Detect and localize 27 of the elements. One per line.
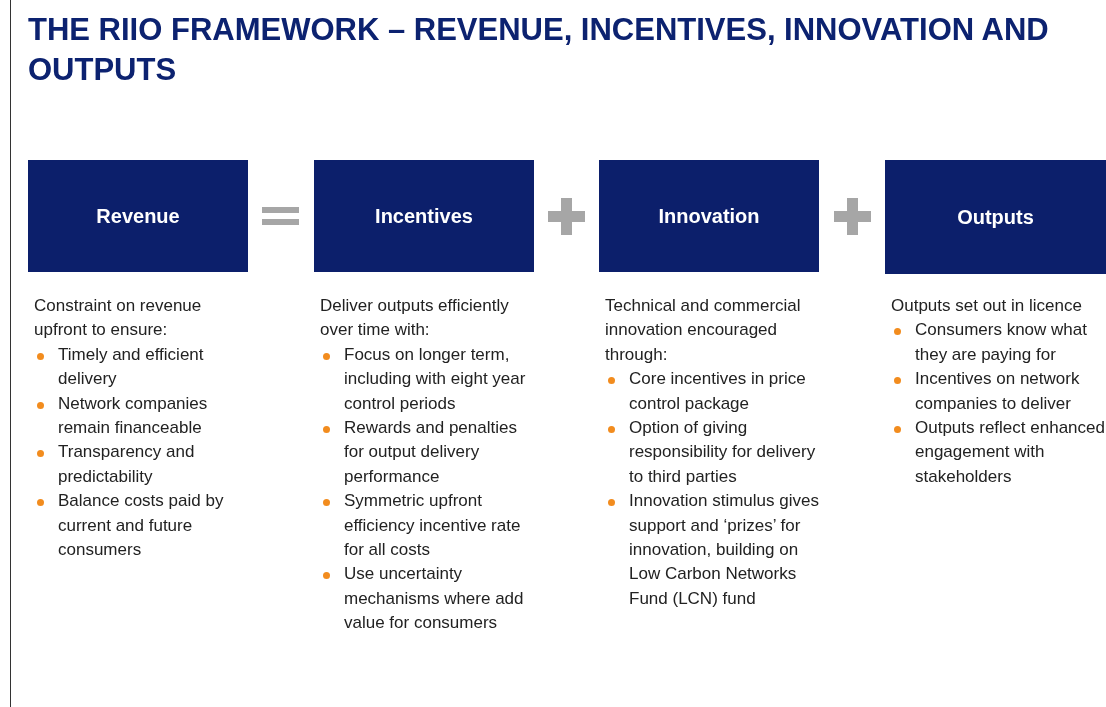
slide-title: THE RIIO FRAMEWORK – REVENUE, INCENTIVES, INNOVATION AND OUTPUTS [28,11,1050,89]
bullet-item: Option of giving responsibility for delivery to third parties [605,416,820,490]
heading-box [28,160,248,272]
intro-text: Technical and commercial innovation encouraged through: [605,295,802,366]
bullet-item: Network companies remain financeable [34,391,249,441]
bullet-item: Core incentives in price control package [605,367,820,417]
bullet-item: Timely and efficient delivery [34,342,249,392]
bullet-item: Incentives on network companies to deliver [891,367,1106,417]
heading-text: Revenue [96,204,180,228]
heading-text: Innovation [658,204,760,228]
heading-box [314,160,534,272]
heading-text: Incentives [375,204,473,228]
bullet-item: Balance costs paid by current and future consumers [34,489,249,563]
bullet-item: Use uncertainty mechanisms where add value for consumers [320,562,538,636]
bullet-item: Symmetric upfront efficiency incentive rate for all costs [320,489,538,563]
intro-text: Outputs set out in licence [891,295,1083,317]
bullet-item: Transparency and predictability [34,440,249,490]
intro-text: Deliver outputs efficiently over time with: [320,295,510,342]
bullet-item: Outputs reflect enhanced engagement with stakeholders [891,416,1106,490]
bullet-item: Rewards and penalties for output delivery performance [320,416,538,490]
intro-text: Constraint on revenue upfront to ensure: [34,295,203,342]
heading-box [599,160,819,272]
bullet-item: Consumers know what they are paying for [891,318,1106,368]
heading-box [885,160,1106,274]
bullet-item: Focus on longer term, including with eight year control periods [320,342,538,417]
bullet-item: Innovation stimulus gives support and ‘prizes’ for innovation, building on Low Carbon Networks Fund (LCN) fund [605,489,820,612]
heading-text: Outputs [957,205,1034,229]
